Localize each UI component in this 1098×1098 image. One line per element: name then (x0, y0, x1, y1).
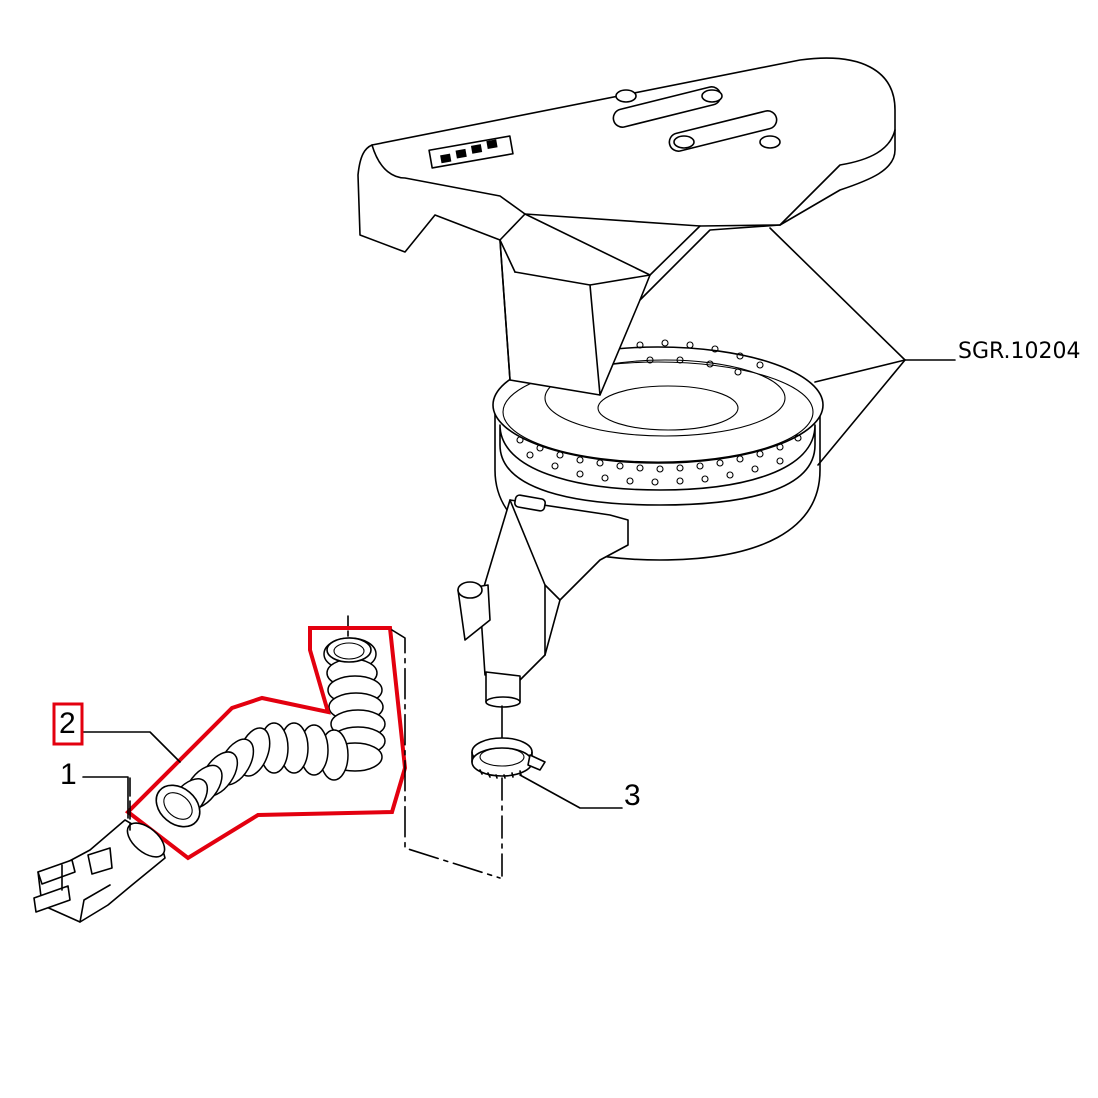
axis-line-right (391, 629, 501, 879)
filter-element-band (499, 424, 816, 506)
filter-perforation (516, 339, 802, 486)
air-filter-assembly (357, 57, 896, 708)
leader-line-1 (82, 776, 129, 819)
logo-plaque-marks (440, 139, 498, 164)
callout-number-1: 1 (60, 758, 77, 791)
corrugated-hose-part (155, 615, 386, 828)
hose-clamp-part (471, 705, 623, 879)
reference-leaders (769, 227, 956, 466)
callout-number-2: 2 (59, 707, 76, 740)
filter-outlet-neck (479, 499, 629, 681)
callout-number-3: 3 (624, 779, 641, 812)
leader-line-2 (82, 731, 181, 763)
reference-code-label: SGR.10204 (958, 339, 1081, 364)
connector-part (33, 777, 166, 923)
callout-2-box (52, 702, 84, 746)
clamp-leader-line (519, 774, 623, 809)
